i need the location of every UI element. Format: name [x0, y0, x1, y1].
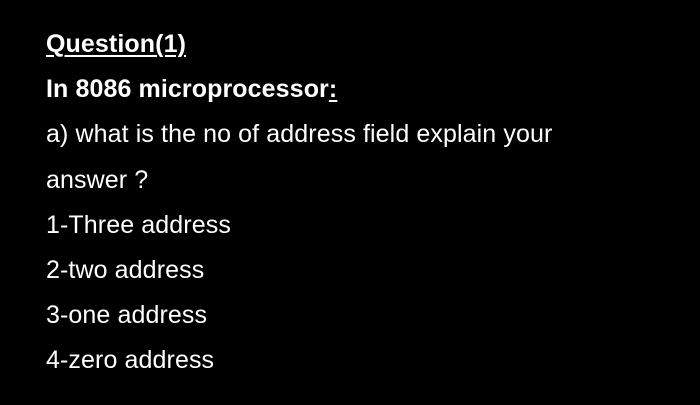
question-intro: In 8086 microprocessor:: [46, 74, 337, 104]
question-intro-colon: :: [328, 75, 338, 103]
question-prompt-line-2: answer ?: [46, 166, 149, 194]
answer-option-4: 4-zero address: [46, 346, 215, 374]
question-intro-text: In 8086 microprocessor: [46, 75, 329, 103]
answer-option-1: 1-Three address: [46, 211, 231, 239]
answer-option-3: 3-one address: [46, 301, 208, 329]
question-document: Question(1) In 8086 microprocessor: a) w…: [46, 0, 686, 405]
question-prompt-line-1: a) what is the no of address field expla…: [46, 120, 553, 148]
answer-option-2: 2-two address: [46, 256, 205, 284]
question-heading: Question(1): [46, 30, 186, 58]
